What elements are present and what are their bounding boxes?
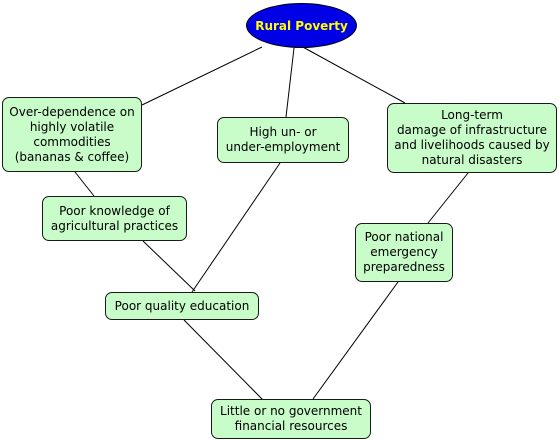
node-emergency-preparedness: Poor national emergency preparedness	[355, 223, 453, 282]
edge-agriknowledge-education	[142, 240, 196, 292]
node-agricultural-knowledge-label: Poor knowledge of agricultural practices	[50, 203, 179, 233]
edge-education-financial	[183, 319, 264, 401]
edge-emergency-financial	[312, 281, 399, 400]
node-quality-education-label: Poor quality education	[114, 298, 250, 313]
node-infrastructure-damage: Long-term damage of infrastructure and l…	[387, 103, 557, 173]
node-unemployment-label: High un- or under-employment	[225, 125, 341, 154]
node-financial-resources-label: Little or no government financial resour…	[220, 404, 362, 433]
edge-root-overdependence	[141, 46, 263, 106]
edge-unemployment-education	[191, 162, 281, 293]
node-over-dependence-label: Over-dependence on highly volatile commo…	[9, 104, 135, 164]
node-over-dependence: Over-dependence on highly volatile commo…	[2, 97, 142, 172]
node-financial-resources: Little or no government financial resour…	[211, 399, 371, 439]
edge-overdependence-agriknowledge	[74, 171, 95, 197]
edge-infrastructure-emergency	[427, 172, 469, 224]
node-quality-education: Poor quality education	[105, 292, 259, 320]
node-emergency-preparedness-label: Poor national emergency preparedness	[363, 230, 445, 274]
node-infrastructure-damage-label: Long-term damage of infrastructure and l…	[394, 108, 550, 167]
node-unemployment: High un- or under-employment	[217, 117, 349, 163]
node-rural-poverty: Rural Poverty	[246, 3, 357, 48]
edge-root-unemployment	[285, 47, 295, 118]
node-rural-poverty-label: Rural Poverty	[255, 18, 348, 33]
node-agricultural-knowledge: Poor knowledge of agricultural practices	[42, 196, 187, 241]
edge-root-infrastructure	[300, 45, 406, 104]
